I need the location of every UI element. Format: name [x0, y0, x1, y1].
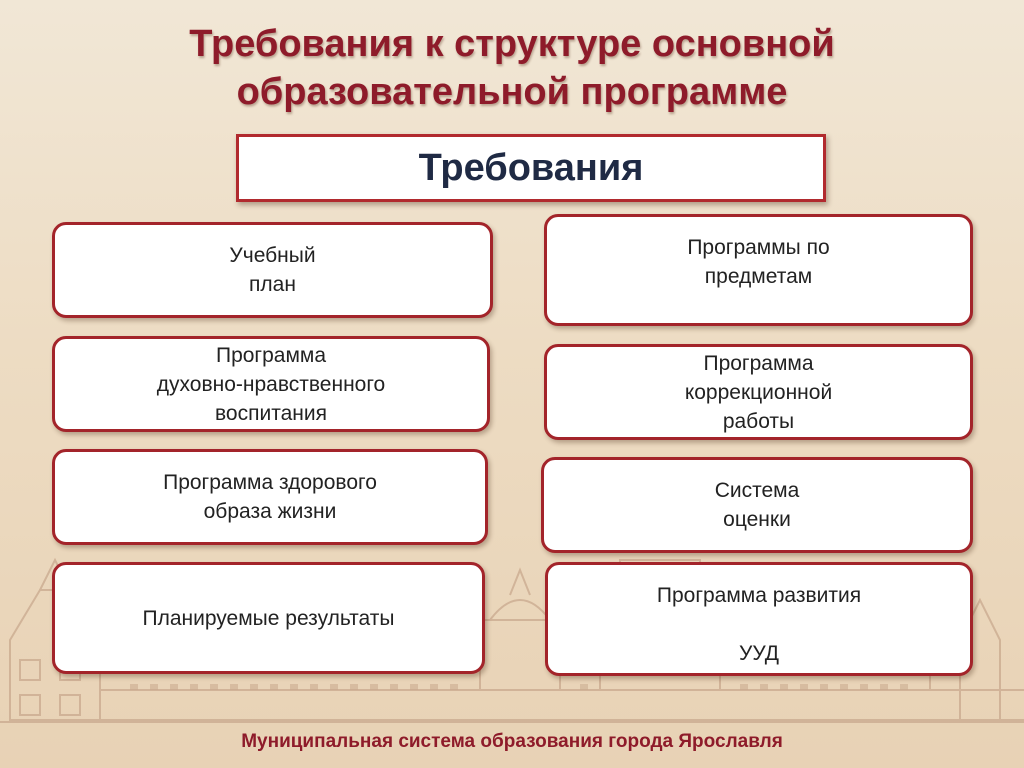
- requirements-header-box: Требования: [236, 134, 826, 202]
- box-moral-education: Программа духовно-нравственного воспитан…: [52, 336, 490, 432]
- box-assessment-system-text: Система оценки: [714, 479, 800, 531]
- box-planned-results: Планируемые результаты: [52, 562, 485, 674]
- title-line-2: образовательной программе: [236, 71, 788, 113]
- slide-title: Требования к структуре основной образова…: [60, 20, 964, 116]
- box-subject-programs: Программы по предметам: [544, 214, 973, 326]
- box-curriculum: Учебный план: [52, 222, 493, 318]
- box-uud-development: Программа развития УУД: [545, 562, 973, 676]
- footer-caption: Муниципальная система образования города…: [241, 731, 783, 752]
- box-uud-development-text: Программа развития УУД: [656, 584, 862, 665]
- box-assessment-system: Система оценки: [541, 457, 973, 553]
- box-healthy-lifestyle: Программа здорового образа жизни: [52, 449, 488, 545]
- box-moral-education-text: Программа духовно-нравственного воспитан…: [156, 343, 386, 425]
- box-subject-programs-text: Программы по предметам: [687, 236, 830, 288]
- box-correctional-work: Программа коррекционной работы: [544, 344, 973, 440]
- requirements-header-label: Требования: [418, 146, 644, 189]
- title-line-1: Требования к структуре основной: [189, 23, 835, 65]
- box-planned-results-text: Планируемые результаты: [142, 606, 395, 630]
- box-healthy-lifestyle-text: Программа здорового образа жизни: [163, 471, 377, 523]
- box-correctional-work-text: Программа коррекционной работы: [684, 351, 833, 433]
- box-curriculum-text: Учебный план: [229, 244, 316, 296]
